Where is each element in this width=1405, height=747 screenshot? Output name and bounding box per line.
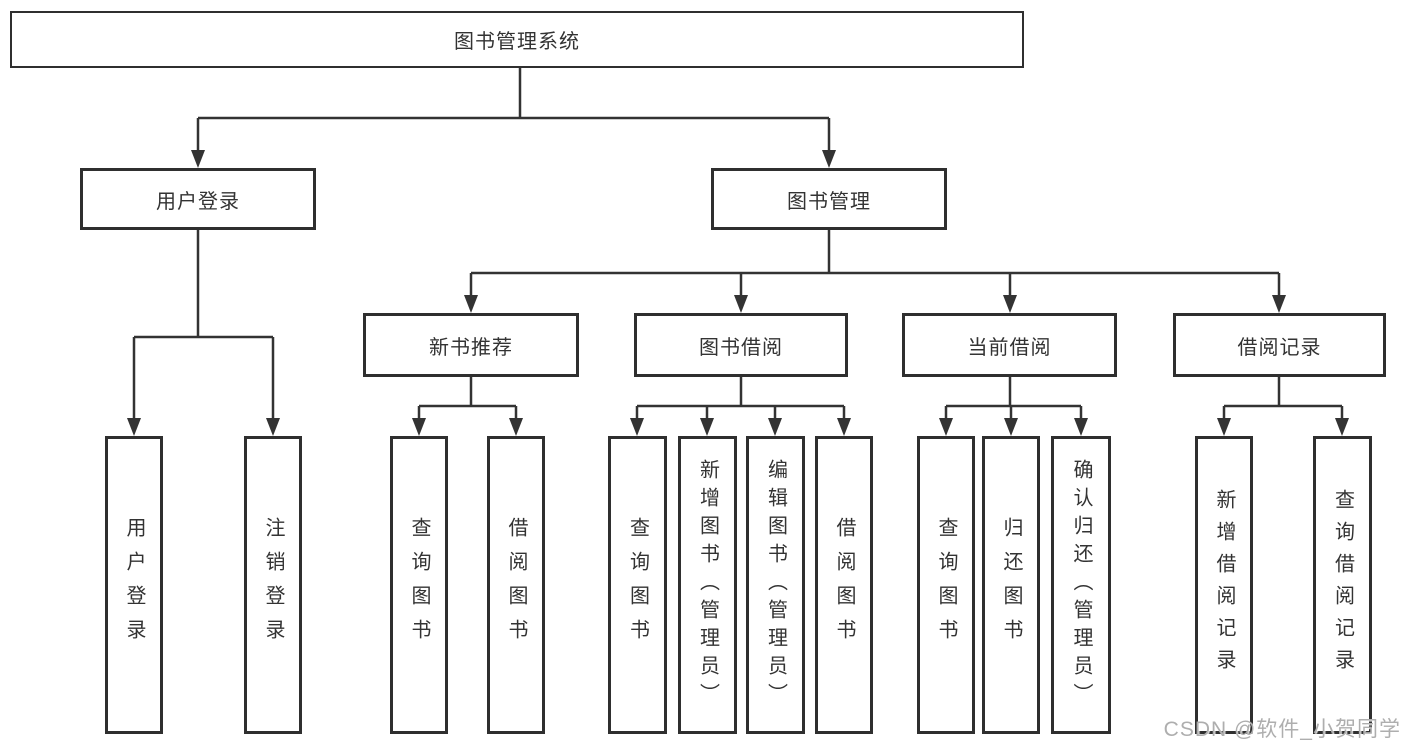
node-label: 编辑图书（管理员） [764,459,787,711]
node-leaf-query-book-2: 查询图书 [608,436,667,734]
node-label: 当前借阅 [967,336,1052,359]
node-leaf-add-book: 新增图书（管理员） [678,436,737,734]
node-root: 图书管理系统 [10,11,1024,68]
node-label: 查询图书 [935,517,957,653]
node-leaf-user-login: 用户登录 [105,436,163,734]
node-borrow-record: 借阅记录 [1173,313,1386,377]
node-leaf-borrow-book-2: 借阅图书 [815,436,873,734]
node-label: 图书管理 [787,190,871,213]
node-leaf-borrow-book-1: 借阅图书 [487,436,545,734]
node-label: 新增借阅记录 [1213,489,1235,681]
node-label: 查询图书 [626,517,649,653]
node-label: 查询图书 [408,517,430,653]
node-label: 用户登录 [123,517,145,653]
node-label: 图书管理系统 [454,31,580,53]
node-label: 借阅记录 [1237,336,1322,359]
node-label: 新书推荐 [429,336,513,359]
node-leaf-edit-book: 编辑图书（管理员） [746,436,805,734]
node-label: 查询借阅记录 [1331,489,1354,681]
node-book-management: 图书管理 [711,168,947,230]
node-label: 用户登录 [156,190,240,213]
node-label: 借阅图书 [505,517,527,653]
node-leaf-add-borrow-record: 新增借阅记录 [1195,436,1253,734]
node-leaf-query-borrow-record: 查询借阅记录 [1313,436,1372,734]
node-label: 图书借阅 [699,336,783,359]
node-leaf-confirm-return: 确认归还（管理员） [1051,436,1111,734]
arrowheads [127,150,1349,436]
node-book-borrow: 图书借阅 [634,313,848,377]
node-label: 归还图书 [1000,517,1022,653]
node-label: 确认归还（管理员） [1070,459,1092,711]
node-label: 借阅图书 [833,517,855,653]
node-label: 注销登录 [262,517,284,653]
watermark: CSDN @软件_小贺同学 [1163,718,1401,741]
node-leaf-return-book: 归还图书 [982,436,1040,734]
node-user-login: 用户登录 [80,168,316,230]
node-label: 新增图书（管理员） [696,459,719,711]
node-leaf-query-book-1: 查询图书 [390,436,448,734]
node-leaf-logout: 注销登录 [244,436,302,734]
node-current-borrow: 当前借阅 [902,313,1117,377]
node-leaf-query-book-3: 查询图书 [917,436,975,734]
node-new-book-recommend: 新书推荐 [363,313,579,377]
